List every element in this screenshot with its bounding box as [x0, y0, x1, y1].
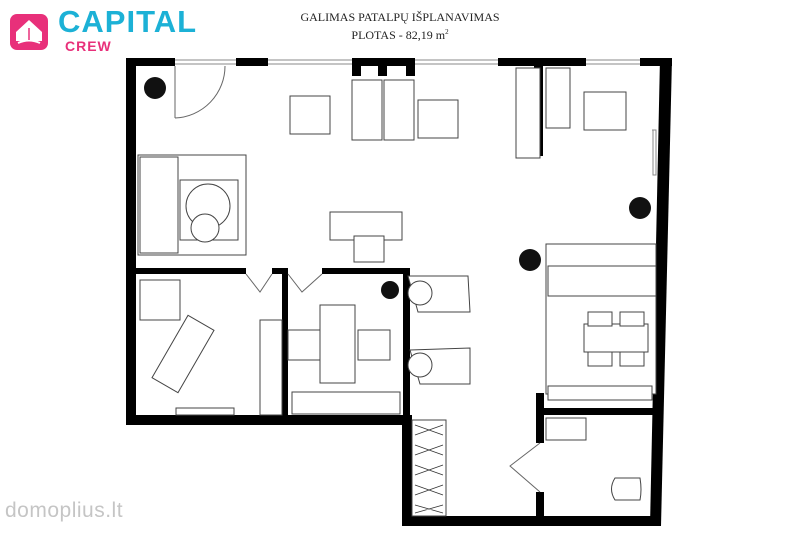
plant-2	[629, 197, 651, 219]
room2-chair-left	[287, 329, 321, 361]
wall-bottom	[402, 516, 661, 526]
wall-room-divider	[282, 268, 288, 420]
cabinet-3	[515, 67, 541, 159]
room2-cabinet	[291, 391, 401, 415]
wall-bath-left-b	[536, 492, 544, 522]
wall-bath-left	[536, 393, 544, 443]
logo-sub-text: CREW	[65, 38, 112, 54]
cabinet-1	[351, 79, 383, 141]
house-book-icon	[10, 14, 48, 50]
capital-crew-logo[interactable]: CAPITAL CREW	[8, 4, 196, 56]
stair-area	[411, 419, 447, 517]
plan-title-block: GALIMAS PATALPŲ IŠPLANAVIMAS PLOTAS - 82…	[250, 10, 550, 43]
wall-bottom-stairs	[402, 415, 412, 526]
room2-desk	[319, 304, 356, 384]
plan-title: GALIMAS PATALPŲ IŠPLANAVIMAS	[300, 10, 500, 24]
plan-area-unit: 2	[445, 28, 449, 36]
watermark: domoplius.lt	[5, 499, 124, 522]
plan-area: PLOTAS - 82,19 m2	[250, 25, 550, 43]
cabinet-2	[383, 79, 415, 141]
room1-door	[245, 273, 273, 293]
waiting-chair-3	[583, 91, 627, 131]
wall-room1-top-b	[272, 268, 288, 274]
side-table-1	[407, 280, 433, 306]
windows	[175, 59, 657, 176]
logo-brand-text: CAPITAL	[58, 4, 198, 39]
plan-area-prefix: PLOTAS -	[351, 28, 406, 42]
wall-left	[126, 58, 136, 425]
bath-door	[509, 442, 541, 493]
wall-room1-top	[126, 268, 246, 274]
kitchen-chair-4	[619, 351, 645, 367]
stair-pattern	[414, 424, 444, 514]
entrance-door	[174, 65, 226, 119]
plant-3	[519, 249, 541, 271]
cabinet-4	[545, 67, 571, 129]
wall-top-mid1	[236, 58, 268, 66]
plant-4	[381, 281, 399, 299]
wall-bottom-left	[126, 415, 410, 425]
wall-top-mid2	[352, 58, 415, 66]
sofa	[139, 156, 179, 254]
side-table-2	[407, 352, 433, 378]
plant-1	[144, 77, 166, 99]
wall-bath-top	[536, 408, 656, 415]
col-3	[406, 66, 415, 76]
wall-room2-top	[322, 268, 410, 274]
plan-area-value: 82,19 m	[405, 28, 446, 42]
room1-shelf	[259, 319, 283, 416]
kitchen-units	[547, 385, 653, 401]
kitchen-table	[583, 323, 649, 353]
bath-sink	[545, 417, 587, 441]
doors	[174, 65, 541, 493]
kitchen-sofa	[547, 265, 657, 297]
reception-chair	[353, 235, 385, 263]
room2-chair-right	[357, 329, 391, 361]
furniture	[137, 67, 657, 517]
coffee-table-base	[190, 213, 220, 243]
wall-top-left	[126, 58, 175, 66]
kitchen-chair-1	[587, 311, 613, 327]
col-1	[352, 66, 361, 76]
toilet	[611, 477, 642, 501]
room2-door	[287, 273, 323, 293]
room1-chair	[139, 279, 181, 321]
reception-desk	[329, 211, 403, 241]
waiting-chair-1	[289, 95, 331, 135]
waiting-chair-2	[417, 99, 459, 139]
kitchen-chair-3	[587, 351, 613, 367]
room1-bench	[175, 407, 235, 416]
treatment-bed	[151, 314, 215, 394]
wall-room2-right	[403, 268, 410, 420]
col-2	[378, 66, 387, 76]
plants	[144, 77, 651, 299]
kitchen-chair-2	[619, 311, 645, 327]
wall-top-mid3	[498, 58, 586, 66]
